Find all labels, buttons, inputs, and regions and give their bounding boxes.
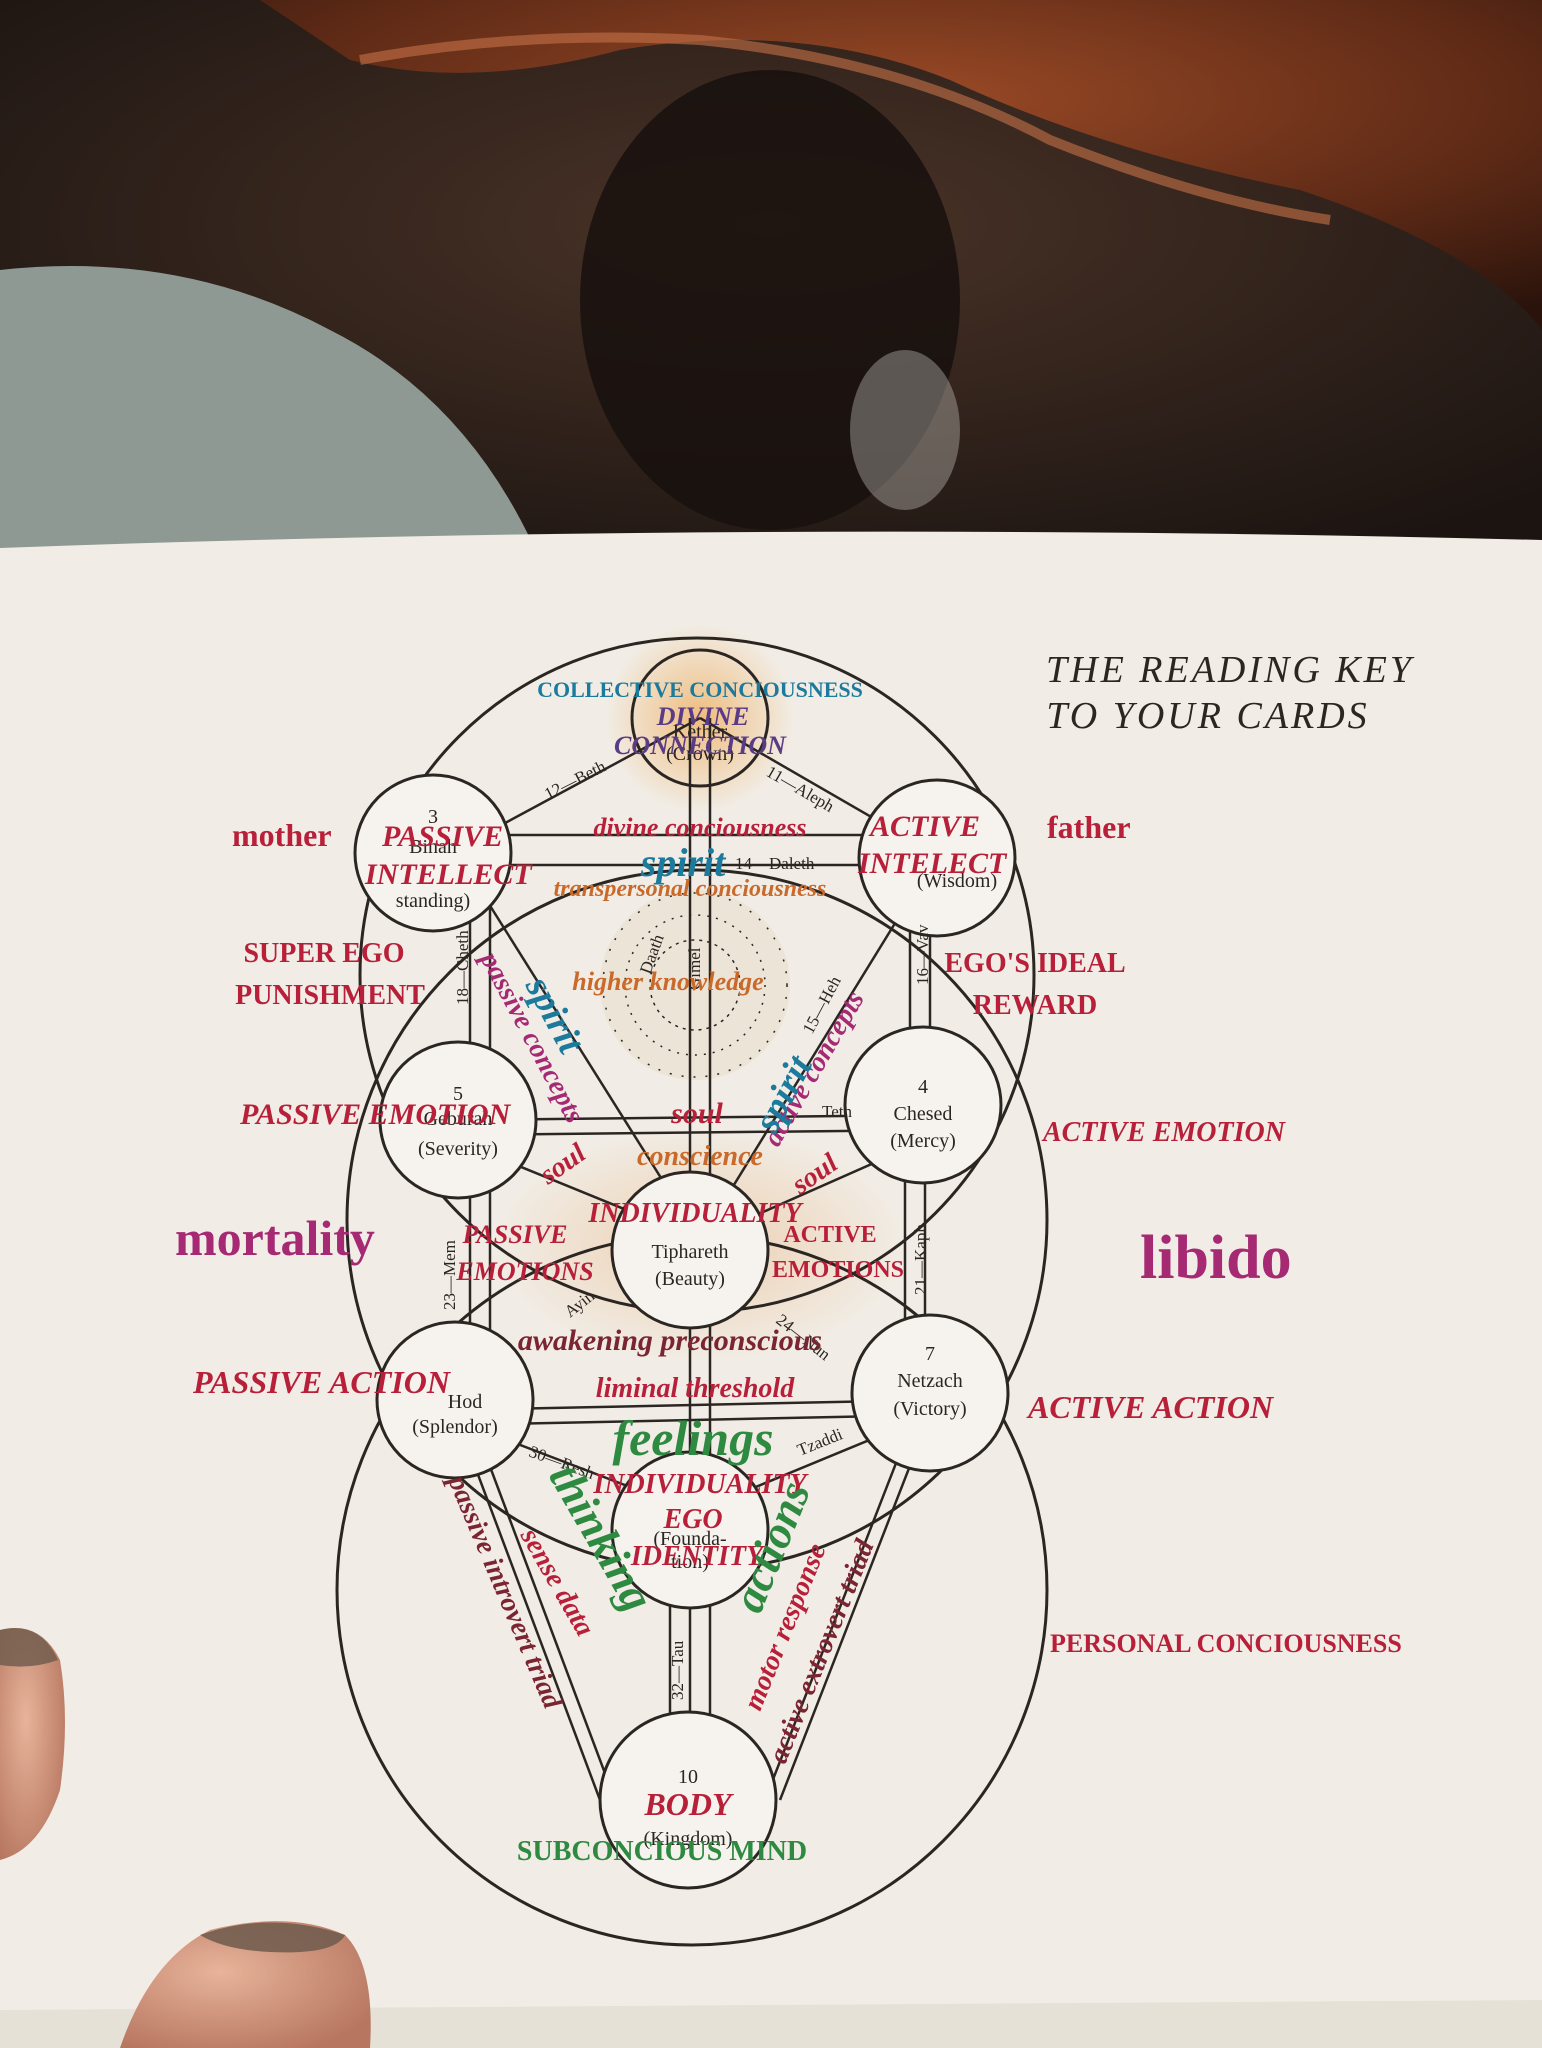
label-active-emotions-2: EMOTIONS <box>772 1257 904 1283</box>
path-daleth: 14—Daleth <box>735 854 815 873</box>
label-passive-intellect-2: INTELLECT <box>364 858 533 891</box>
bottom-finger <box>120 1921 371 2048</box>
path-gimel: Gimel <box>685 947 704 990</box>
label-mortality: mortality <box>175 1210 375 1266</box>
label-collective-consciousness: COLLECTIVE CONCIOUSNESS <box>537 677 863 702</box>
label-active-intellect-2: INTELECT <box>857 847 1008 880</box>
label-liminal-threshold: liminal threshold <box>596 1373 795 1404</box>
tiphareth-circle <box>610 1170 770 1330</box>
hod-name: Hod <box>448 1391 482 1413</box>
label-father: father <box>1047 809 1131 845</box>
label-punishment: PUNISHMENT <box>235 980 425 1011</box>
binah-name: Binah <box>409 836 457 858</box>
binah-meaning: standing) <box>396 890 470 912</box>
path-vav: 16—Vav <box>913 924 932 985</box>
path-teth: Teth <box>822 1102 852 1121</box>
label-conscience: conscience <box>637 1141 763 1172</box>
malkuth-number: 10 <box>678 1766 698 1788</box>
path-cheth: 18—Cheth <box>453 930 472 1005</box>
chesed-meaning: (Mercy) <box>890 1130 956 1152</box>
wood-highlight <box>359 32 1331 225</box>
kether-meaning: (Crown) <box>666 743 734 765</box>
yesod-meaning-line2: tion) <box>671 1551 709 1573</box>
label-identity: IDENTITY <box>630 1541 766 1572</box>
kether-name: Kether <box>673 721 728 743</box>
label-body: BODY <box>643 1786 734 1822</box>
geburah-name: Geburah <box>424 1108 493 1130</box>
label-connection: CONNECTION <box>614 731 787 760</box>
hod-circle <box>375 1320 535 1480</box>
chokmah-circle <box>857 778 1017 938</box>
tiphareth-meaning: (Beauty) <box>655 1268 725 1290</box>
label-transpersonal: transpersonal conciousness <box>554 876 827 902</box>
label-individuality: INDIVIDUALITY <box>592 1469 809 1500</box>
yesod-circle <box>610 1450 770 1610</box>
card-title-line2: TO YOUR CARDS <box>1046 695 1369 737</box>
background-highlight <box>850 350 960 510</box>
geburah-meaning: (Severity) <box>418 1138 498 1160</box>
kether-circle <box>630 648 770 788</box>
bottom-fingernail <box>200 1922 345 1953</box>
netzach-name: Netzach <box>897 1370 963 1392</box>
label-active-intellect-1: ACTIVE <box>868 810 980 843</box>
malkuth-circle <box>598 1710 778 1890</box>
label-soul-center: soul <box>670 1097 723 1130</box>
tiphareth-name: Tiphareth <box>651 1241 728 1263</box>
label-subconscious-mind: SUBCONCIOUS MIND <box>517 1836 807 1867</box>
netzach-meaning: (Victory) <box>893 1398 966 1420</box>
blanket-gray <box>0 266 540 560</box>
chesed-circle <box>843 1025 1003 1185</box>
malkuth-meaning: (Kingdom) <box>644 1828 733 1850</box>
label-passive-emotions-2: EMOTIONS <box>455 1257 593 1286</box>
path-tau: 32—Tau <box>668 1640 687 1700</box>
shadow-blob <box>580 70 960 530</box>
daath-sun-rays <box>602 892 788 1078</box>
yesod-meaning-line1: (Founda- <box>653 1528 726 1550</box>
path-mem: 23—Mem <box>440 1240 459 1310</box>
label-passive-emotion: PASSIVE EMOTION <box>239 1098 512 1131</box>
label-egos-ideal: EGO'S IDEAL <box>944 948 1125 979</box>
label-divine-consciousness: divine conciousness <box>593 813 806 842</box>
left-finger <box>0 1628 65 1860</box>
netzach-number: 7 <box>925 1343 935 1365</box>
label-individuality-top: INDIVIDUALITY <box>587 1198 804 1229</box>
label-active-emotion: ACTIVE EMOTION <box>1041 1117 1287 1148</box>
label-reward: REWARD <box>973 990 1097 1021</box>
label-active-action: ACTIVE ACTION <box>1026 1389 1275 1425</box>
left-fingernail <box>0 1628 58 1667</box>
label-feelings: feelings <box>612 1410 773 1466</box>
chokmah-meaning: (Wisdom) <box>917 870 997 892</box>
label-passive-intellect-1: PASSIVE <box>381 820 503 853</box>
chesed-number: 4 <box>918 1076 928 1098</box>
hod-meaning: (Splendor) <box>412 1416 498 1438</box>
label-passive-emotions-1: PASSIVE <box>461 1220 567 1249</box>
geburah-circle <box>378 1040 538 1200</box>
label-ego: EGO <box>662 1504 722 1535</box>
paper-bottom-edge <box>0 2000 1542 2048</box>
label-libido: libido <box>1140 1224 1292 1292</box>
card-title-line1: THE READING KEY <box>1046 649 1415 691</box>
binah-number: 3 <box>428 806 438 828</box>
label-mother: mother <box>232 817 332 853</box>
geburah-number: 5 <box>453 1083 463 1105</box>
label-passive-action: PASSIVE ACTION <box>192 1364 452 1400</box>
label-awakening-preconscious: awakening preconscious <box>518 1324 822 1357</box>
binah-circle <box>353 773 513 933</box>
daath-glow <box>600 890 790 1080</box>
sephiroth-circles <box>353 648 1017 1890</box>
label-active-emotions-1: ACTIVE <box>783 1222 876 1248</box>
sephiroth-labels: Kether (Crown) 3 Binah standing) (Wisdom… <box>396 721 997 1850</box>
label-super-ego: SUPER EGO <box>243 938 404 969</box>
label-spirit-top: spirit <box>640 840 727 885</box>
netzach-circle <box>850 1313 1010 1473</box>
overlay-labels: COLLECTIVE CONCIOUSNESS DIVINE CONNECTIO… <box>175 677 1402 1867</box>
path-kaph: 21—Kaph <box>911 1224 930 1295</box>
label-divine: DIVINE <box>656 702 749 731</box>
wood-furniture <box>260 0 1542 330</box>
chesed-name: Chesed <box>894 1103 953 1125</box>
label-personal-consciousness: PERSONAL CONCIOUSNESS <box>1050 1629 1402 1658</box>
label-higher-knowledge: higher knowledge <box>572 967 763 996</box>
